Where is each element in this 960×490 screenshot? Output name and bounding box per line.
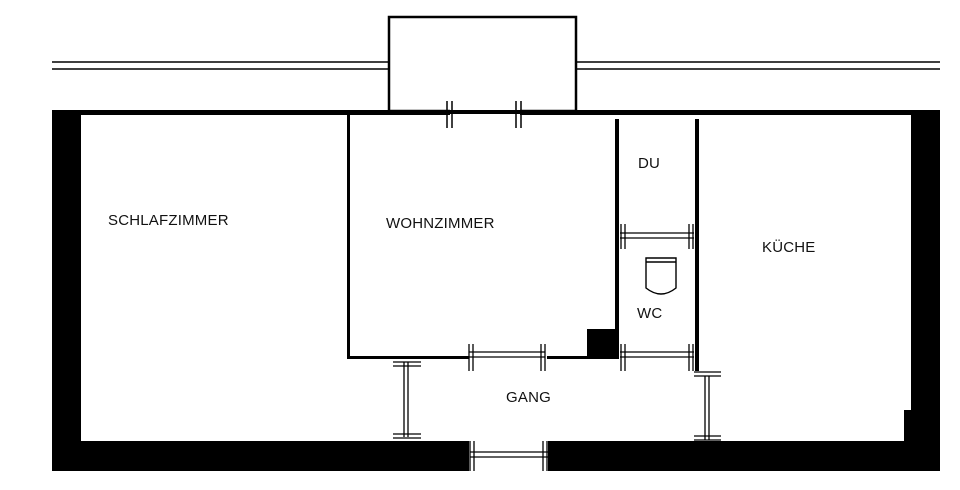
room-label-du: DU <box>638 155 661 172</box>
room-label-wohnzimmer: WOHNZIMMER <box>386 215 495 232</box>
room-label-gang: GANG <box>506 389 551 406</box>
exterior-walls <box>52 110 940 471</box>
toilet-icon <box>645 257 677 295</box>
room-label-wc: WC <box>637 305 663 322</box>
wohnzimmer-door <box>468 344 546 371</box>
kueche-door <box>694 371 721 441</box>
room-label-schlafzimmer: SCHLAFZIMMER <box>108 212 229 229</box>
entrance-door <box>469 441 548 471</box>
du-wc-door <box>620 224 694 249</box>
room-label-kueche: KÜCHE <box>762 239 816 256</box>
balcony-railing <box>52 61 940 70</box>
interior-walls <box>347 113 699 371</box>
wc-door <box>620 344 694 371</box>
schlafzimmer-door <box>393 361 421 439</box>
balcony <box>387 15 578 113</box>
balcony-door <box>446 101 522 128</box>
